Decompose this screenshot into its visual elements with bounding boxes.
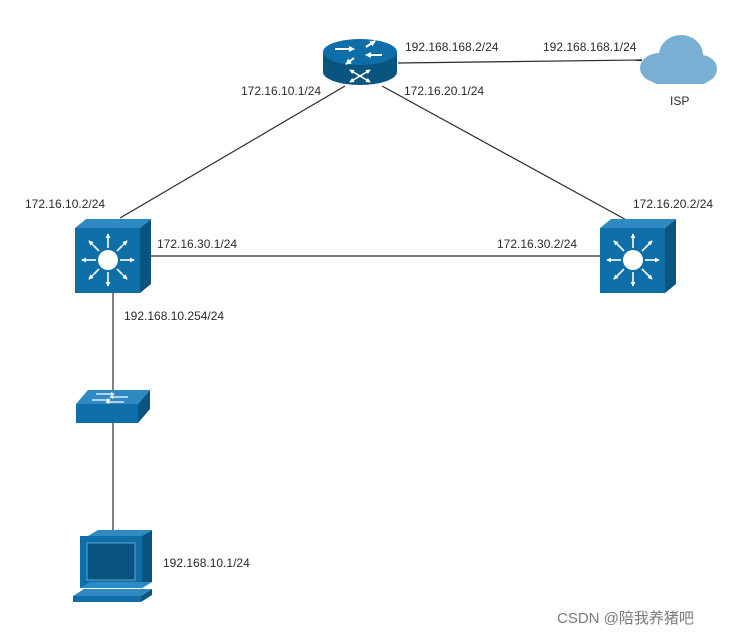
switch-icon[interactable] [76,390,150,423]
label-right-interlink-ip: 172.16.30.2/24 [497,237,578,251]
cloud-icon[interactable] [640,35,717,84]
label-router-right-ip: 172.16.20.1/24 [404,84,485,98]
computer-icon[interactable] [73,530,152,602]
link-router-isp [397,59,643,64]
link-router-right-switch [381,85,631,223]
link-router-left-switch [119,85,346,219]
label-isp-ip: 192.168.168.1/24 [543,40,637,54]
label-router-isp-ip: 192.168.168.2/24 [405,40,499,54]
label-left-interlink-ip: 172.16.30.1/24 [157,237,238,251]
label-router-left-ip: 172.16.10.1/24 [241,84,322,98]
core-switch-right[interactable] [600,219,676,293]
core-switch-left[interactable] [75,219,151,293]
label-right-switch-uplink-ip: 172.16.20.2/24 [633,197,714,211]
watermark: CSDN @陪我养猪吧 [557,610,694,627]
label-left-switch-uplink-ip: 172.16.10.2/24 [25,197,106,211]
router-icon[interactable] [323,39,397,85]
label-isp: ISP [670,94,690,108]
label-workstation-ip: 192.168.10.1/24 [163,556,250,570]
label-vlan-gateway-ip: 192.168.10.254/24 [124,309,225,323]
